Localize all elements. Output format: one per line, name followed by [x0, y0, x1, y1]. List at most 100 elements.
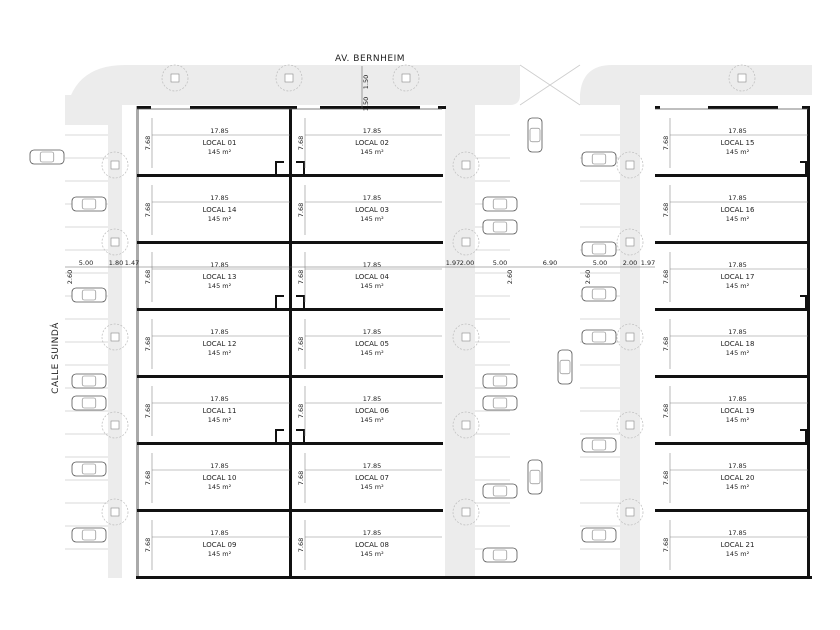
unit-depth-label: 7.68	[662, 471, 670, 485]
unit-area: 145 m²	[360, 483, 384, 491]
section-dimension: 6.90	[543, 259, 557, 267]
section-dimension: 5.00	[493, 259, 507, 267]
unit-name: LOCAL 06	[355, 407, 389, 415]
tree-canopy	[101, 411, 129, 439]
car	[581, 437, 617, 453]
unit-width-label: 17.85	[728, 261, 747, 269]
partition-wall	[137, 308, 443, 311]
car	[71, 527, 107, 543]
unit-depth-label: 7.68	[662, 270, 670, 284]
tree-pit	[110, 507, 120, 517]
car-roof	[492, 375, 508, 387]
storefront-wall	[708, 106, 778, 109]
car-body	[482, 196, 518, 212]
tree-pit	[625, 420, 635, 430]
partition-wall	[137, 241, 443, 244]
car	[581, 286, 617, 302]
tree	[616, 498, 644, 526]
car-body	[527, 459, 543, 495]
restroom-block	[275, 161, 305, 174]
car-roof	[492, 549, 508, 561]
unit-name: LOCAL 03	[355, 206, 389, 214]
car-roof	[559, 359, 571, 375]
unit-width-label: 17.85	[728, 529, 747, 537]
unit-depth-label: 7.68	[144, 136, 152, 150]
tree-pit	[110, 420, 120, 430]
unit-depth-label: 7.68	[144, 538, 152, 552]
unit-area: 145 m²	[726, 282, 750, 290]
tree	[616, 323, 644, 351]
partition-wall	[137, 375, 443, 378]
car-body	[71, 395, 107, 411]
storefront-wall	[655, 106, 660, 109]
car-body	[71, 196, 107, 212]
unit-name: LOCAL 19	[721, 407, 755, 415]
car-body	[581, 437, 617, 453]
unit-depth-label: 7.68	[662, 404, 670, 418]
car-roof	[591, 288, 607, 300]
unit-width-label: 17.85	[363, 261, 382, 269]
unit-area: 145 m²	[360, 282, 384, 290]
unit-width-label: 17.85	[728, 395, 747, 403]
tree-pit	[401, 73, 411, 83]
storefront-wall	[320, 106, 420, 109]
restroom-block	[800, 429, 807, 442]
tree	[728, 64, 756, 92]
section-dimension: 2.00	[460, 259, 474, 267]
parking-depth-dimension: 2.60	[66, 270, 74, 284]
car-body	[482, 219, 518, 235]
tree-pit	[625, 160, 635, 170]
unit-name: LOCAL 10	[203, 474, 237, 482]
unit-depth-label: 7.68	[297, 538, 305, 552]
car-roof	[591, 439, 607, 451]
sidewalks	[65, 65, 812, 578]
unit-width-label: 17.85	[210, 328, 229, 336]
unit-name: LOCAL 15	[721, 139, 755, 147]
tree	[452, 411, 480, 439]
unit-name: LOCAL 09	[203, 541, 237, 549]
section-dimension: 5.00	[593, 259, 607, 267]
tree	[101, 228, 129, 256]
unit-name: LOCAL 11	[203, 407, 237, 415]
unit-name: LOCAL 13	[203, 273, 237, 281]
car	[482, 483, 518, 499]
tree	[101, 151, 129, 179]
car	[29, 149, 65, 165]
unit-area: 145 m²	[360, 550, 384, 558]
unit-name: LOCAL 21	[721, 541, 755, 549]
unit-area: 145 m²	[208, 550, 232, 558]
tree-canopy	[616, 498, 644, 526]
tree	[452, 151, 480, 179]
car	[71, 395, 107, 411]
unit-depth-label: 7.68	[144, 203, 152, 217]
tree-canopy	[452, 498, 480, 526]
unit-depth-label: 7.68	[662, 136, 670, 150]
storefront-wall	[190, 106, 290, 109]
unit-area: 145 m²	[726, 349, 750, 357]
car	[71, 461, 107, 477]
restroom-block	[275, 295, 305, 308]
unit-width-label: 17.85	[363, 395, 382, 403]
car-roof	[81, 529, 97, 541]
unit-depth-label: 7.68	[662, 337, 670, 351]
car-body	[581, 241, 617, 257]
tree-canopy	[101, 498, 129, 526]
car-roof	[81, 397, 97, 409]
tree-canopy	[616, 228, 644, 256]
tree-pit	[170, 73, 180, 83]
car	[557, 349, 573, 385]
car	[581, 329, 617, 345]
street-name-left: CALLE SUINDÁ	[49, 322, 61, 394]
unit-width-label: 17.85	[363, 328, 382, 336]
car-roof	[529, 127, 541, 143]
car-roof	[492, 397, 508, 409]
tree-canopy	[616, 151, 644, 179]
